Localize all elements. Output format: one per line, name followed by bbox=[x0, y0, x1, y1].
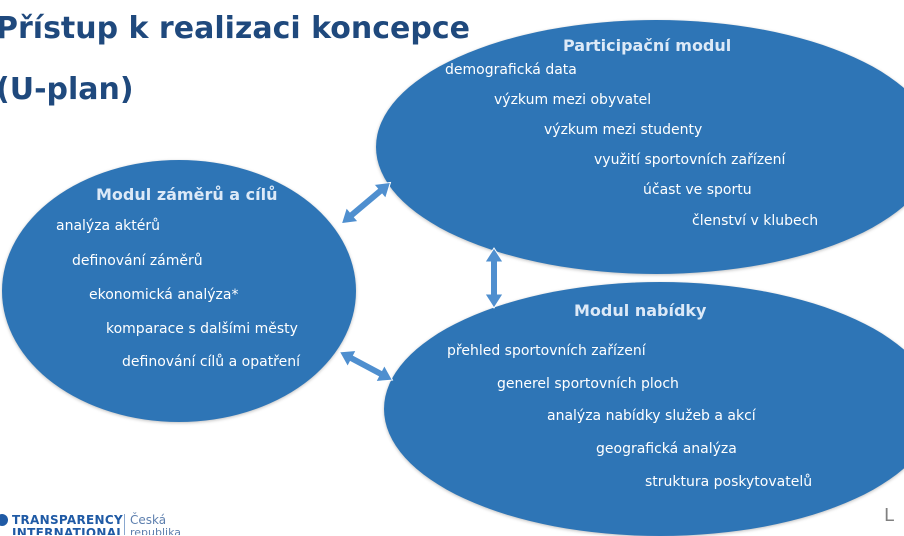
participacni-item: účast ve sportu bbox=[643, 182, 752, 198]
logo-text-line1: TRANSPARENCY bbox=[12, 513, 123, 527]
corner-text: L bbox=[884, 505, 895, 526]
nabidky-item: geografická analýza bbox=[596, 441, 737, 457]
zameru-item: ekonomická analýza* bbox=[89, 287, 239, 303]
zameru-item: komparace s dalšími městy bbox=[106, 321, 298, 337]
zameru-item: definování záměrů bbox=[72, 253, 203, 269]
nabidky-item: struktura poskytovatelů bbox=[645, 474, 813, 490]
zameru-item: analýza aktérů bbox=[56, 218, 161, 234]
logo-globe-icon bbox=[0, 514, 8, 526]
arrow-zameru-nabidky bbox=[338, 349, 394, 383]
participacni-item: členství v klubech bbox=[692, 213, 819, 229]
nabidky-item: analýza nabídky služeb a akcí bbox=[547, 408, 756, 424]
logo-text-line2: INTERNATIONAL bbox=[12, 526, 125, 535]
zameru-module-title: Modul záměrů a cílů bbox=[96, 185, 278, 204]
zameru-module-ellipse bbox=[2, 160, 356, 422]
nabidky-module-title: Modul nabídky bbox=[574, 301, 707, 320]
zameru-item: definování cílů a opatření bbox=[122, 354, 301, 370]
nabidky-item: generel sportovních ploch bbox=[497, 376, 679, 392]
participacni-module-ellipse bbox=[376, 20, 904, 274]
logo-separator bbox=[124, 514, 125, 535]
participacni-item: využití sportovních zařízení bbox=[594, 152, 786, 168]
slide-title-line2: (U-plan) bbox=[0, 72, 134, 107]
participacni-item: demografická data bbox=[445, 62, 577, 78]
slide-title-line1: Přístup k realizaci koncepce bbox=[0, 11, 470, 46]
logo-country-line2: republika bbox=[130, 526, 182, 535]
arrow-zameru-participacni bbox=[340, 181, 392, 225]
transparency-international-logo: TRANSPARENCY INTERNATIONAL Česká republi… bbox=[0, 510, 200, 535]
participacni-module-title: Participační modul bbox=[563, 36, 732, 55]
arrow-participacni-nabidky bbox=[484, 247, 504, 309]
participacni-item: výzkum mezi studenty bbox=[544, 122, 703, 138]
nabidky-item: přehled sportovních zařízení bbox=[447, 343, 646, 359]
logo-country-line1: Česká bbox=[130, 513, 167, 527]
participacni-item: výzkum mezi obyvatel bbox=[494, 92, 652, 108]
nabidky-module-ellipse bbox=[384, 282, 904, 536]
